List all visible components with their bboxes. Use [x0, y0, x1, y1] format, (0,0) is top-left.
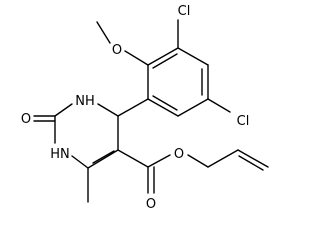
atom-o-methoxy: O — [112, 43, 122, 58]
structure-canvas: O Cl Cl NH O HN O O — [21, 4, 269, 212]
atom-labels: O Cl Cl NH O HN O O — [21, 4, 249, 212]
bond-ch-ch2-a — [237, 149, 269, 168]
bonds — [33, 19, 269, 203]
bond-ch2-ch — [207, 149, 239, 168]
bond-c6-c5-inner — [92, 150, 115, 164]
bond-c5-cester — [117, 149, 149, 168]
bond-o-aryl — [124, 50, 149, 66]
bond-methyl-o — [96, 21, 111, 44]
bond-aryl-c4 — [117, 98, 149, 117]
atom-cl-top: Cl — [178, 4, 191, 19]
bond-cl-right — [207, 98, 231, 113]
bond-n3-c2 — [54, 103, 73, 117]
bond-ring-4 — [177, 98, 209, 117]
bond-c6-c5 — [87, 149, 119, 169]
bond-cester-o-single — [147, 154, 171, 168]
bond-c4-n3 — [97, 103, 119, 117]
bond-o-ch2 — [187, 154, 209, 168]
atom-nh-lower: HN — [50, 147, 70, 162]
atom-o-ester-single: O — [174, 147, 184, 162]
molecule-drawing: O Cl Cl NH O HN O O — [21, 4, 269, 212]
atom-nh-upper: NH — [75, 94, 95, 109]
bond-ring-2 — [177, 47, 209, 66]
atom-o-carbonyl: O — [21, 112, 31, 127]
bond-ring-5 — [147, 98, 179, 117]
bond-n1-c6 — [71, 155, 89, 169]
atom-cl-right: Cl — [237, 114, 250, 129]
bond-ch-ch2-b — [238, 155, 264, 171]
bond-ring-1 — [147, 47, 179, 66]
bond-ring-1-inner — [152, 53, 178, 69]
atom-o-ester-double: O — [146, 197, 156, 212]
bond-ring-5-inner — [152, 95, 178, 111]
